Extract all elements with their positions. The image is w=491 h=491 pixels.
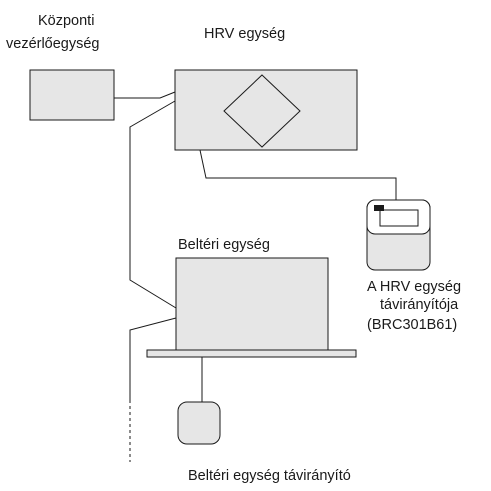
central-controller-box (29, 69, 115, 121)
hrv-remote-label-line2: távirányítója (380, 297, 459, 313)
controller-hrv-wire (114, 91, 176, 99)
hrv-remote-label-line1: A HRV egység (367, 279, 462, 295)
bus-continuation-wire (129, 317, 177, 400)
hrv-remote-label-line3: (BRC301B61) (367, 317, 458, 333)
central-controller-label-line2: vezérlőegység (6, 36, 100, 52)
indoor-unit-label: Beltéri egység (178, 237, 270, 253)
indoor-unit-box (175, 257, 329, 351)
central-bus-wire (129, 100, 177, 309)
indoor-remote-label: Beltéri egység távirányító (188, 468, 351, 484)
hrv-remote-display (379, 209, 419, 227)
hrv-remote-wire (199, 149, 397, 200)
hrv-unit-label: HRV egység (204, 26, 286, 42)
hrv-heat-exchanger-diamond (223, 74, 301, 148)
central-controller-label-line1: Központi (38, 13, 95, 29)
indoor-unit-panel (146, 349, 357, 358)
indoor-remote-controller (177, 401, 221, 445)
hrv-remote-indicator (374, 205, 384, 211)
